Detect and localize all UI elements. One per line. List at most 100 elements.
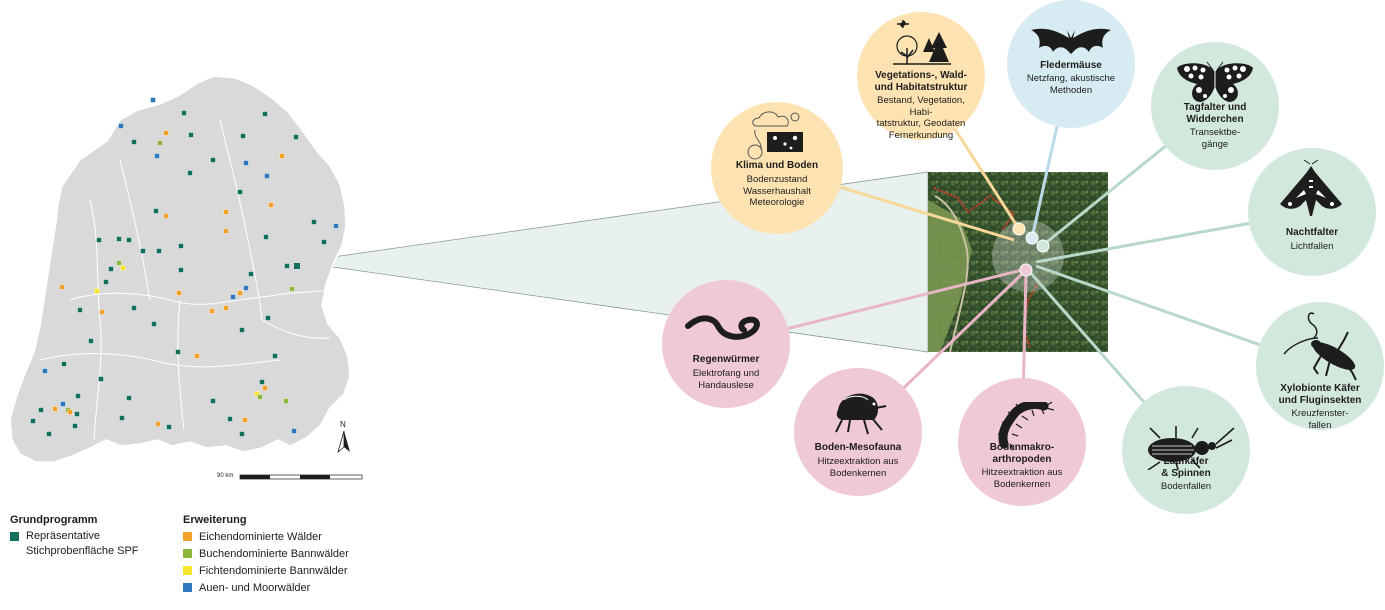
method-hub-dot xyxy=(1019,263,1033,277)
plot-marker xyxy=(131,305,137,311)
plot-marker xyxy=(108,266,114,272)
method-hub-dot xyxy=(1012,222,1026,236)
trees-drone-icon xyxy=(889,18,955,71)
plot-marker xyxy=(52,406,58,412)
method-title: Regenwürmer xyxy=(692,354,760,365)
district-border xyxy=(219,119,263,321)
plot-marker xyxy=(176,290,182,296)
legend-item: Eichendominierte Wälder xyxy=(183,529,349,546)
plot-marker xyxy=(279,153,285,159)
plot-marker xyxy=(94,288,100,294)
legend-swatch-beech xyxy=(183,549,192,558)
plot-marker xyxy=(140,248,146,254)
legend-swatch-spruce xyxy=(183,566,192,575)
legend-item: Repräsentative Stichprobenfläche SPF xyxy=(10,529,139,559)
method-description: Hitzeextraktion aus Bodenkernen xyxy=(817,456,899,479)
legend-extension: Erweiterung Eichendominierte Wälder Buch… xyxy=(183,512,349,597)
method-title: Laufkäfer & Spinnen xyxy=(1161,456,1211,479)
plot-marker xyxy=(126,395,132,401)
method-title: Vegetations-, Wald- und Habitatstruktur xyxy=(874,70,968,93)
district-border xyxy=(89,199,102,441)
legend-swatch-oak xyxy=(183,532,192,541)
plot-marker xyxy=(243,160,249,166)
longhorn-beetle-icon xyxy=(1278,310,1364,389)
scale-bar xyxy=(239,474,363,480)
plot-marker xyxy=(242,417,248,423)
plot-marker xyxy=(210,398,216,404)
plot-marker xyxy=(59,284,65,290)
method-description: Netzfang, akustische Methoden xyxy=(1026,73,1116,96)
plot-marker xyxy=(98,376,104,382)
method-title: Tagfalter und Widderchen xyxy=(1183,102,1247,125)
method-description: Bodenfallen xyxy=(1160,481,1212,492)
plot-marker xyxy=(67,409,73,415)
plot-marker xyxy=(239,327,245,333)
plot-marker xyxy=(88,338,94,344)
plot-marker xyxy=(223,305,229,311)
meadow-area xyxy=(928,200,972,352)
plot-marker xyxy=(163,213,169,219)
legend-item-label: Eichendominierte Wälder xyxy=(199,531,322,543)
plot-marker xyxy=(99,309,105,315)
plot-marker xyxy=(96,237,102,243)
method-hub-dot xyxy=(1036,239,1050,253)
district-border xyxy=(69,287,331,305)
method-title: Fledermäuse xyxy=(1040,60,1102,71)
plot-marker xyxy=(187,170,193,176)
plot-marker xyxy=(157,140,163,146)
road-line xyxy=(934,195,969,353)
plot-marker xyxy=(291,428,297,434)
legend-item: Buchendominierte Bannwälder xyxy=(183,546,349,563)
plot-marker xyxy=(259,379,265,385)
method-title: Boden-Mesofauna xyxy=(814,442,902,453)
plot-marker xyxy=(265,315,271,321)
plot-marker xyxy=(268,202,274,208)
plot-marker xyxy=(120,265,126,271)
ground-beetle-icon xyxy=(1136,426,1236,475)
plot-marker xyxy=(126,237,132,243)
method-description: Bodenzustand Wasserhaushalt Meteorologie xyxy=(743,174,811,208)
mite-icon xyxy=(828,386,888,441)
plot-marker xyxy=(283,398,289,404)
method-title: Bodenmakro- arthropoden xyxy=(989,442,1055,465)
plot-marker xyxy=(209,308,215,314)
plot-marker xyxy=(74,411,80,417)
district-border xyxy=(119,159,151,301)
plot-marker xyxy=(248,271,254,277)
plot-marker xyxy=(175,349,181,355)
plot-marker xyxy=(75,393,81,399)
plot-marker xyxy=(262,385,268,391)
legend-extension-heading: Erweiterung xyxy=(183,514,247,526)
plot-marker xyxy=(243,285,249,291)
plot-marker xyxy=(194,353,200,359)
legend-item: Fichtendominierte Bannwälder xyxy=(183,563,349,580)
plot-marker xyxy=(272,353,278,359)
plot-marker xyxy=(150,97,156,103)
method-description: Hitzeextraktion aus Bodenkernen xyxy=(981,467,1063,490)
legend-item-label: Repräsentative Stichprobenfläche SPF xyxy=(26,530,139,557)
plot-marker xyxy=(293,134,299,140)
district-border xyxy=(261,319,331,339)
plot-marker xyxy=(254,391,260,397)
earthworm-icon xyxy=(684,310,766,349)
plot-marker xyxy=(156,248,162,254)
aerial-photo xyxy=(928,172,1108,353)
north-arrow-icon: N xyxy=(337,420,350,454)
butterfly-icon xyxy=(1175,60,1255,111)
plot-marker xyxy=(153,208,159,214)
legend-swatch-floodplain xyxy=(183,583,192,592)
plot-marker xyxy=(227,416,233,422)
legend-item-label: Auen- und Moorwälder xyxy=(199,582,311,594)
plot-marker xyxy=(181,110,187,116)
